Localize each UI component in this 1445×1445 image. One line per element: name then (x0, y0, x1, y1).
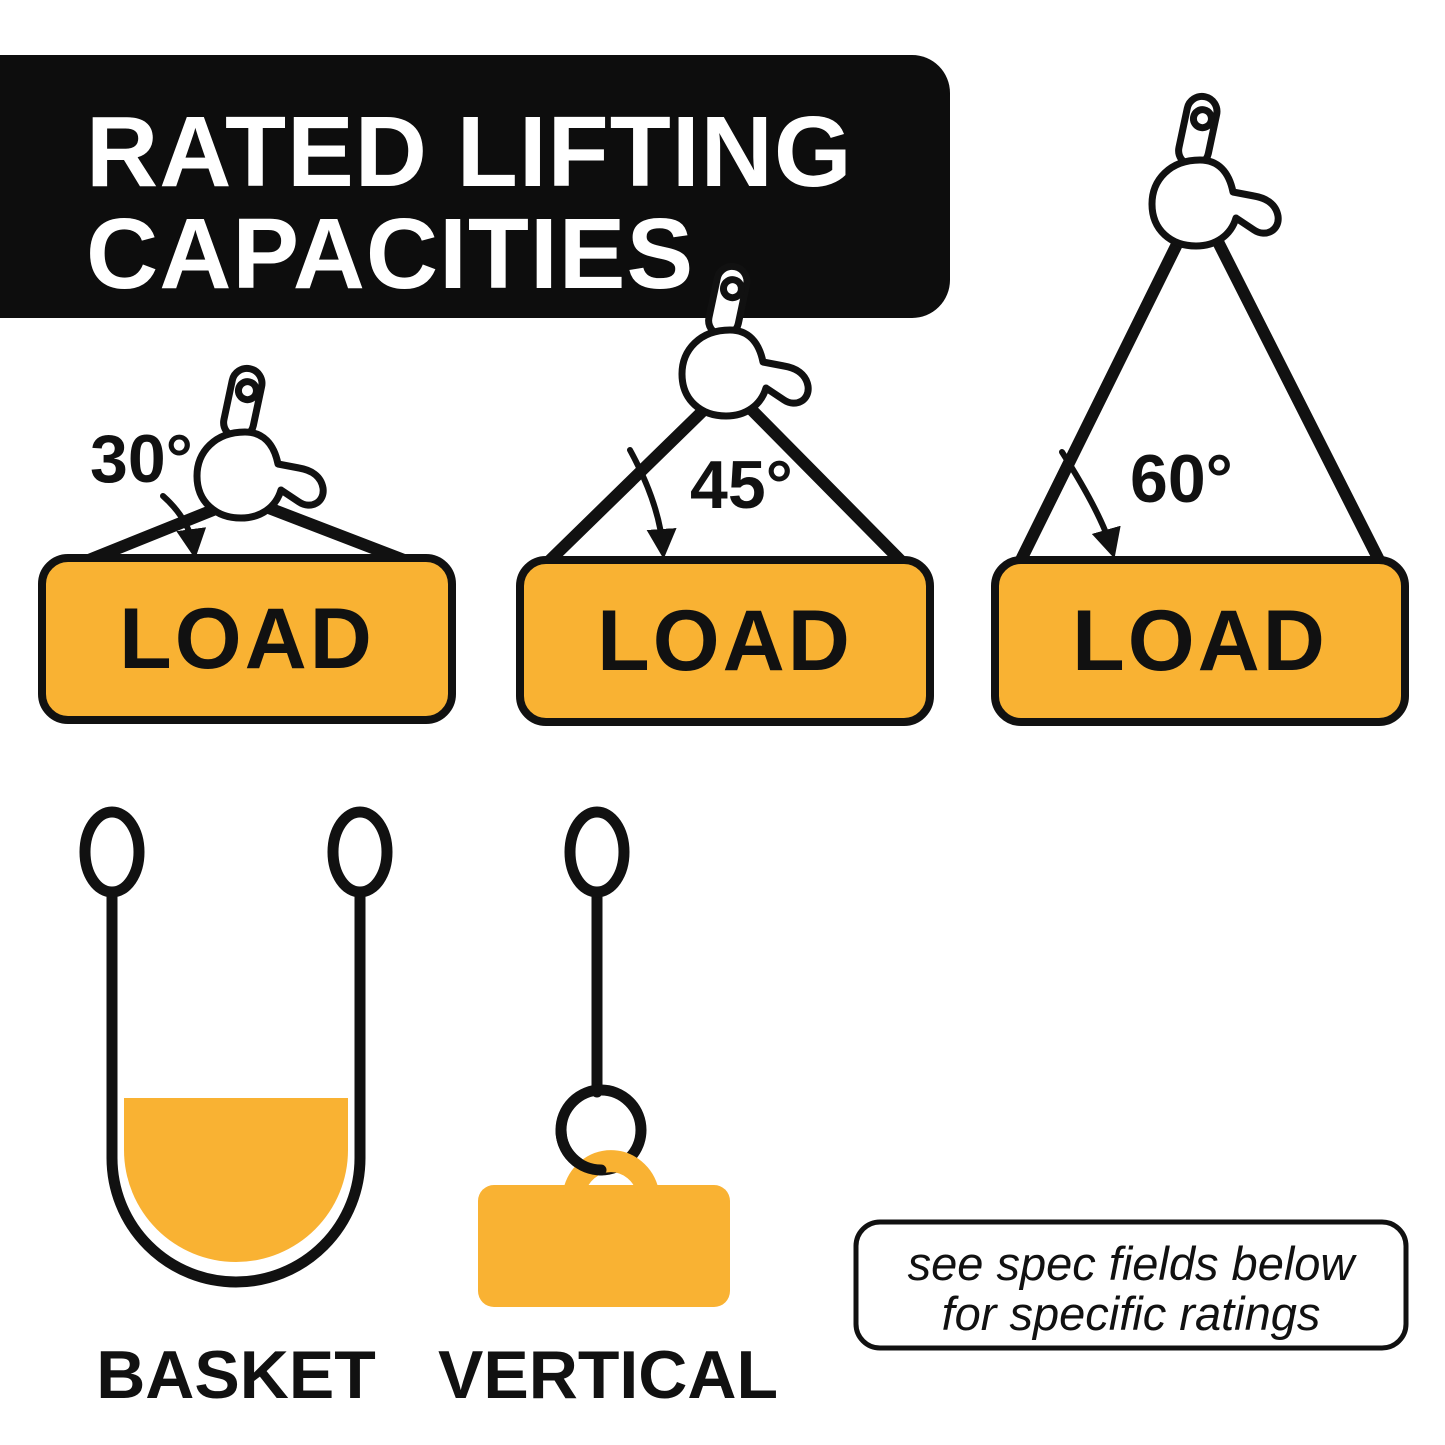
curved-angle-arrow-icon (160, 493, 207, 559)
basket-hitch-figure: BASKET (79, 806, 393, 1413)
spec-note-box: see spec fields below for specific ratin… (853, 1219, 1409, 1351)
note-box-background (853, 1219, 1409, 1351)
angle-label-30: 30° (90, 421, 193, 497)
title-line-1: RATED LIFTING (86, 96, 853, 208)
bridle-diagram-60: LOAD 60° (991, 94, 1409, 726)
note-line-1: see spec fields below (908, 1237, 1358, 1290)
load-box (516, 556, 934, 726)
title-banner: RATED LIFTING CAPACITIES (0, 55, 950, 318)
sling-leg-left (536, 394, 720, 574)
load-label: LOAD (597, 593, 853, 689)
note-line-2: for specific ratings (942, 1287, 1321, 1340)
basket-sling-body (106, 882, 366, 1288)
basket-label: BASKET (96, 1337, 376, 1413)
angle-label-60: 60° (1130, 441, 1233, 517)
vertical-load-block (478, 1185, 730, 1307)
sling-bottom-loop-front (555, 1124, 607, 1176)
angle-label-45: 45° (690, 447, 793, 523)
bridle-diagram-45: LOAD 45° (516, 264, 934, 726)
sling-leg-right (1206, 224, 1389, 574)
basket-load-fill (124, 1098, 348, 1262)
load-label: LOAD (119, 591, 375, 687)
sling-eye-loop-icon (564, 806, 630, 898)
title-banner-background (0, 55, 950, 318)
sling-eye-loop-icon (327, 806, 393, 898)
lifting-hook-icon (1152, 94, 1278, 246)
sling-leg-left (1011, 224, 1190, 574)
sling-leg-right (736, 394, 914, 574)
load-box (991, 556, 1409, 726)
curved-angle-arrow-icon (627, 447, 677, 559)
lifting-hook-icon (197, 366, 323, 518)
curved-angle-arrow-icon (1059, 449, 1121, 559)
load-label: LOAD (1072, 593, 1328, 689)
vertical-label: VERTICAL (438, 1337, 778, 1413)
vertical-hitch-figure: VERTICAL (438, 806, 778, 1413)
load-box (38, 554, 456, 724)
load-lifting-handle (563, 1150, 659, 1203)
title-line-2: CAPACITIES (86, 198, 694, 310)
bridle-diagram-30: LOAD 30° (38, 366, 456, 724)
sling-eye-loop-icon (79, 806, 145, 898)
